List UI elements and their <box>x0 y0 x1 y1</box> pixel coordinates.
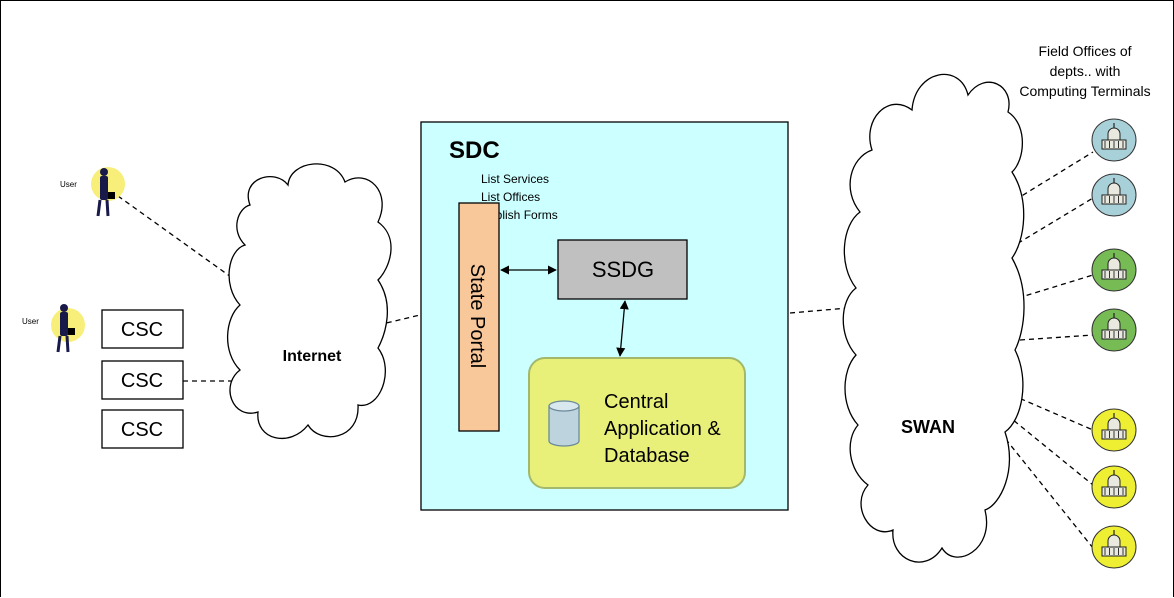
user-1: User <box>60 167 125 217</box>
swan-office1-link <box>1014 151 1094 201</box>
field-office-icon <box>1091 308 1137 352</box>
ssdg-box <box>557 239 688 300</box>
csc-box-3: CSC <box>101 409 184 449</box>
internet-label: Internet <box>283 348 342 365</box>
ssdg-label: SSDG <box>592 257 654 282</box>
field-offices-title-line: depts.. with <box>1050 63 1121 79</box>
central-box <box>528 357 746 489</box>
swan-office4-link <box>1019 334 1094 341</box>
field-office-icon <box>1091 408 1137 452</box>
csc-box-2: CSC <box>101 360 184 400</box>
services-list-item: List Offices <box>481 190 540 204</box>
user-person-icon <box>96 168 115 217</box>
services-list-item: List Services <box>481 172 549 186</box>
field-offices-title-line: Field Offices of <box>1038 43 1131 59</box>
sdc-swan-link <box>789 307 849 314</box>
field-offices <box>1091 118 1137 569</box>
field-office-icon <box>1091 525 1137 569</box>
user1-internet-link <box>117 195 239 283</box>
user-person-icon <box>56 304 75 353</box>
swan-office6-link <box>1006 414 1094 486</box>
sdc-box: SDC List Services List Offices Publish F… <box>420 121 789 511</box>
field-office-icon <box>1091 248 1137 292</box>
internet-cloud: Internet <box>227 163 392 440</box>
field-office-icon <box>1091 173 1137 217</box>
central-label-line: Central <box>604 391 668 413</box>
user-label: User <box>22 317 39 326</box>
csc-label: CSC <box>121 370 163 392</box>
database-icon <box>548 400 580 447</box>
swan-office5-link <box>1011 394 1094 431</box>
central-label-line: Application & <box>604 418 721 440</box>
field-office-icon <box>1091 118 1137 162</box>
csc-label: CSC <box>121 319 163 341</box>
field-offices-title-line: Computing Terminals <box>1019 83 1150 99</box>
swan-office2-link <box>1009 197 1094 249</box>
sdc-title: SDC <box>449 137 500 164</box>
connectors <box>117 151 1094 549</box>
csc-label: CSC <box>121 419 163 441</box>
swan-office7-link <box>999 431 1094 549</box>
internet-sdc-link <box>377 314 421 326</box>
swan-office3-link <box>1017 274 1094 299</box>
field-offices-heading: Field Offices of depts.. with Computing … <box>1019 43 1150 99</box>
user-label: User <box>60 180 77 189</box>
swan-cloud: SWAN <box>842 73 1025 563</box>
central-label-line: Database <box>604 445 690 467</box>
user-2: User <box>22 304 85 353</box>
ssdg-central-arrow <box>616 300 629 357</box>
state-portal-box <box>458 202 500 432</box>
state-portal-label: State Portal <box>466 264 488 369</box>
field-office-icon <box>1091 465 1137 509</box>
services-list-item: Publish Forms <box>481 208 558 222</box>
csc-box-1: CSC <box>101 309 184 349</box>
swan-label: SWAN <box>901 417 955 437</box>
